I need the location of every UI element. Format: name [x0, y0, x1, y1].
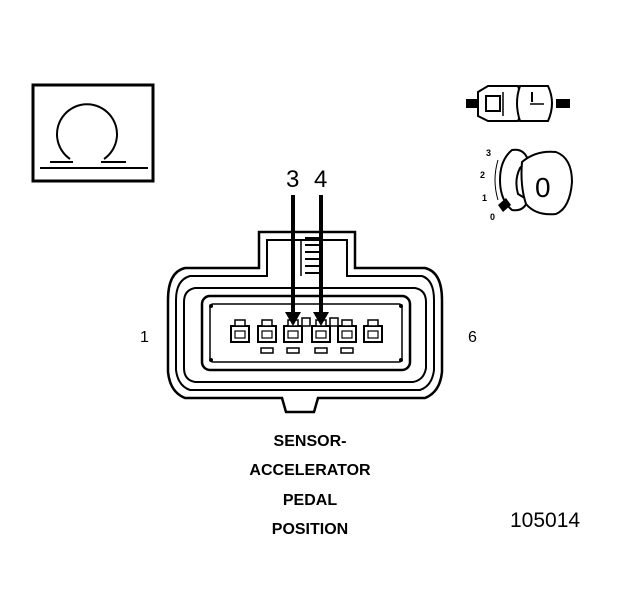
- dial-mark-3: 3: [486, 148, 492, 158]
- terminal-row: [230, 317, 383, 354]
- title-line-1: SENSOR-: [273, 433, 347, 450]
- dial-position-label: 0: [535, 172, 551, 203]
- position-dial-icon: [494, 148, 574, 216]
- dial-mark-0: 0: [490, 212, 496, 222]
- title-line-3: PEDAL: [282, 492, 338, 509]
- title-line-4: POSITION: [271, 521, 349, 538]
- omega-icon: [31, 83, 155, 183]
- terminal-5: [337, 319, 357, 354]
- terminal-3: [283, 319, 303, 354]
- pin-label-3: 3: [286, 166, 300, 193]
- key-square-1: [301, 317, 311, 327]
- terminal-1: [230, 319, 250, 343]
- pin-4-arrow: [313, 195, 329, 326]
- title-line-2: ACCELERATOR: [249, 462, 371, 479]
- terminal-2: [257, 319, 277, 354]
- figure-number: 105014: [510, 509, 581, 532]
- dial-mark-2: 2: [480, 170, 486, 180]
- pin-label-4: 4: [314, 166, 328, 193]
- end-label-1: 1: [140, 329, 149, 346]
- terminal-6: [363, 319, 383, 343]
- dial-mark-1: 1: [482, 193, 488, 203]
- key-square-2: [329, 317, 339, 327]
- connector-pair-icon: [466, 85, 570, 122]
- pin-3-arrow: [285, 195, 301, 326]
- end-label-6: 6: [468, 329, 477, 346]
